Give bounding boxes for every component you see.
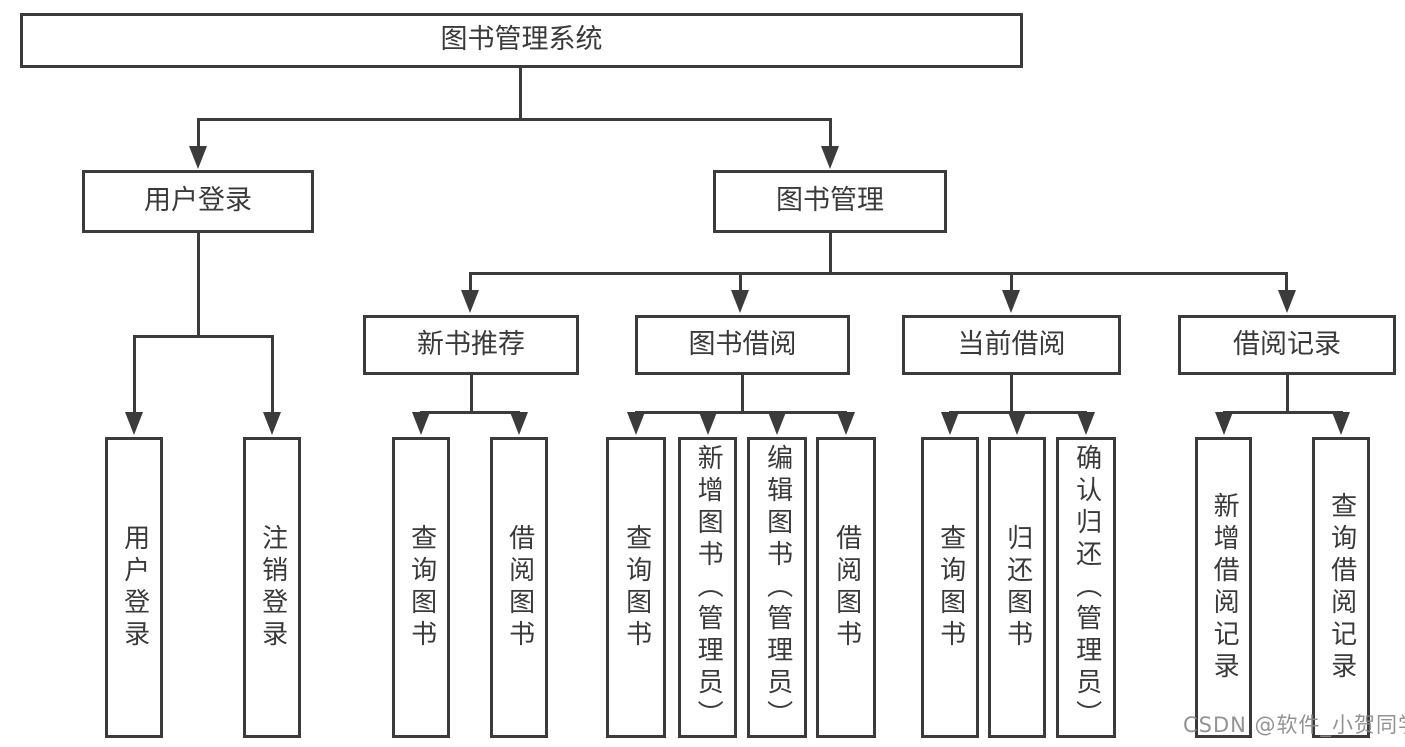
leaf-borrowing-edit-books-admin: 编辑图书（管理员） — [747, 437, 807, 738]
arrow-down-icon — [1008, 412, 1026, 435]
node-user-login: 用户登录 — [82, 170, 314, 233]
connector-level2-bar — [197, 118, 832, 121]
arrow-down-icon — [837, 412, 855, 435]
leaf-newbook-query-books: 查询图书 — [392, 437, 450, 738]
arrow-down-icon — [125, 412, 143, 435]
connector-stub — [829, 118, 832, 148]
csdn-watermark: CSDN @软件_小贺同学 — [1183, 713, 1405, 737]
leaf-user-login: 用户登录 — [105, 437, 163, 738]
leaf-current-query-books: 查询图书 — [921, 437, 979, 738]
arrow-down-icon — [189, 146, 207, 169]
connector-book-borrow-stem — [741, 375, 744, 413]
connector-stub — [469, 272, 472, 292]
connector-current-borrow-stem — [1010, 375, 1013, 413]
leaf-records-add-record: 新增借阅记录 — [1195, 437, 1252, 738]
connector-book-mgmt-stem — [829, 233, 832, 272]
arrow-down-icon — [461, 290, 479, 313]
arrow-down-icon — [731, 290, 749, 313]
connector-borrow-records-bar — [1223, 411, 1343, 414]
connector-stub — [1285, 272, 1288, 292]
arrow-down-icon — [768, 412, 786, 435]
connector-stub — [271, 335, 274, 414]
arrow-down-icon — [1215, 412, 1233, 435]
connector-stub — [133, 335, 136, 414]
leaf-borrowing-add-books-admin: 新增图书（管理员） — [678, 437, 737, 738]
connector-stub — [197, 118, 200, 148]
connector-root-stem — [519, 68, 522, 118]
leaf-current-confirm-return-admin: 确认归还（管理员） — [1056, 437, 1116, 738]
arrow-down-icon — [510, 412, 528, 435]
node-book-borrowing: 图书借阅 — [635, 315, 850, 375]
leaf-newbook-borrow-books: 借阅图书 — [490, 437, 548, 738]
node-book-management: 图书管理 — [713, 170, 947, 233]
connector-book-borrow-bar — [635, 411, 847, 414]
arrow-down-icon — [821, 146, 839, 169]
arrow-down-icon — [699, 412, 717, 435]
connector-new-book-stem — [470, 375, 473, 413]
connector-level3-bar — [469, 272, 1288, 275]
leaf-borrowing-query-books: 查询图书 — [606, 437, 666, 738]
node-library-system: 图书管理系统 — [20, 13, 1023, 68]
connector-stub — [1010, 272, 1013, 292]
arrow-down-icon — [1332, 412, 1350, 435]
connector-new-book-bar — [420, 411, 520, 414]
arrow-down-icon — [1077, 412, 1095, 435]
arrow-down-icon — [412, 412, 430, 435]
arrow-down-icon — [1278, 290, 1296, 313]
arrow-down-icon — [627, 412, 645, 435]
leaf-logout: 注销登录 — [243, 437, 301, 738]
connector-user-login-bar — [133, 335, 274, 338]
node-new-book-recommend: 新书推荐 — [363, 315, 579, 375]
connector-user-login-stem — [197, 233, 200, 335]
connector-borrow-records-stem — [1286, 375, 1289, 413]
node-current-borrowing: 当前借阅 — [902, 315, 1121, 375]
leaf-borrowing-borrow-books: 借阅图书 — [816, 437, 876, 738]
arrow-down-icon — [263, 412, 281, 435]
leaf-records-query-record: 查询借阅记录 — [1312, 437, 1370, 738]
arrow-down-icon — [1002, 290, 1020, 313]
arrow-down-icon — [941, 412, 959, 435]
node-borrow-records: 借阅记录 — [1178, 315, 1396, 375]
connector-stub — [739, 272, 742, 292]
leaf-current-return-books: 归还图书 — [988, 437, 1046, 738]
